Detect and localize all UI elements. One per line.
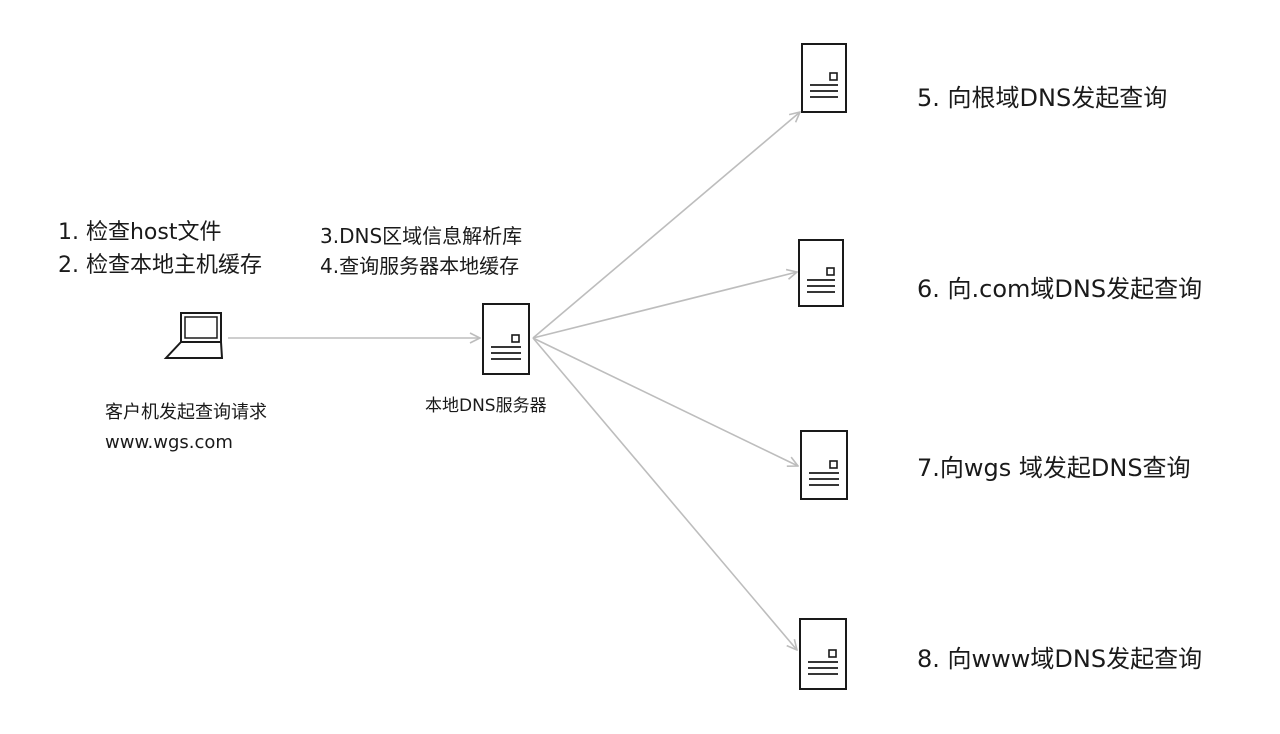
root-dns-server-icon — [801, 43, 847, 113]
local-dns-checks: 3.DNS区域信息解析库 4.查询服务器本地缓存 — [320, 226, 522, 286]
local-dns-step-4: 4.查询服务器本地缓存 — [320, 254, 520, 278]
client-caption-request: 客户机发起查询请求 — [105, 402, 267, 423]
arrow-local-dns-to-root — [532, 112, 800, 339]
query-www-label: 8. 向www域DNS发起查询 — [917, 645, 1203, 673]
www-dns-server-icon — [799, 618, 847, 690]
query-root-label: 5. 向根域DNS发起查询 — [917, 84, 1168, 112]
wgs-dns-server-icon — [800, 430, 848, 500]
arrow-local-dns-to-com — [532, 272, 797, 339]
local-dns-caption: 本地DNS服务器 — [425, 396, 547, 416]
laptop-icon — [163, 312, 224, 359]
client-local-checks: 1. 检查host文件 2. 检查本地主机缓存 — [58, 222, 262, 288]
arrow-local-dns-to-www — [532, 337, 797, 650]
client-step-2: 2. 检查本地主机缓存 — [58, 253, 262, 278]
com-dns-server-icon — [798, 239, 844, 307]
local-dns-server-icon — [482, 303, 530, 375]
query-com-label: 6. 向.com域DNS发起查询 — [917, 275, 1203, 303]
client-caption-domain: www.wgs.com — [105, 432, 233, 453]
local-dns-step-3: 3.DNS区域信息解析库 — [320, 224, 523, 248]
client-caption: 客户机发起查询请求 www.wgs.com — [105, 404, 267, 464]
client-step-1: 1. 检查host文件 — [58, 220, 222, 245]
query-wgs-label: 7.向wgs 域发起DNS查询 — [917, 454, 1191, 482]
arrow-local-dns-to-wgs — [532, 337, 798, 466]
